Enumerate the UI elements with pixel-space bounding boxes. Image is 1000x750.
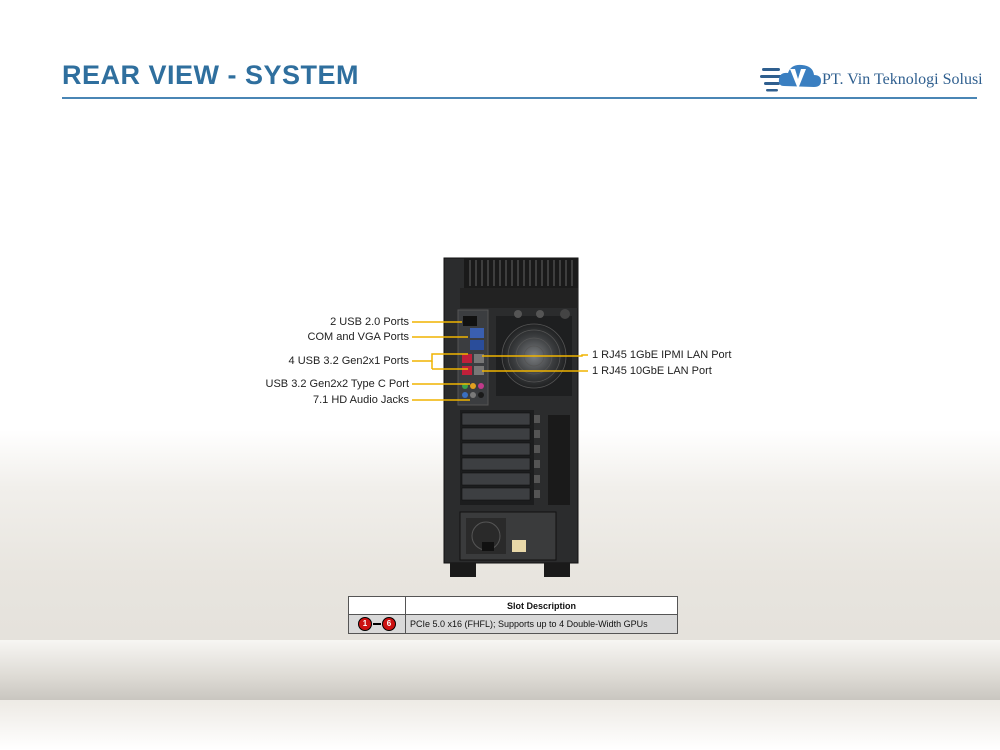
- callout-10gbe-lan: 1 RJ45 10GbE LAN Port: [592, 365, 712, 377]
- slot-description-cell: PCIe 5.0 x16 (FHFL); Supports up to 4 Do…: [406, 615, 678, 634]
- callout-com-vga: COM and VGA Ports: [308, 331, 409, 343]
- table-header-empty: [349, 597, 406, 615]
- slot-badge-end: 6: [382, 617, 396, 631]
- callout-usb-type-c: USB 3.2 Gen2x2 Type C Port: [266, 378, 409, 390]
- table-header-slot-description: Slot Description: [406, 597, 678, 615]
- callout-ipmi-lan: 1 RJ45 1GbE IPMI LAN Port: [592, 349, 731, 361]
- range-dash: [373, 623, 381, 625]
- slot-badge-start: 1: [358, 617, 372, 631]
- callout-usb2: 2 USB 2.0 Ports: [330, 316, 409, 328]
- callout-usb32-gen2x1: 4 USB 3.2 Gen2x1 Ports: [289, 355, 409, 367]
- callout-audio-jacks: 7.1 HD Audio Jacks: [313, 394, 409, 406]
